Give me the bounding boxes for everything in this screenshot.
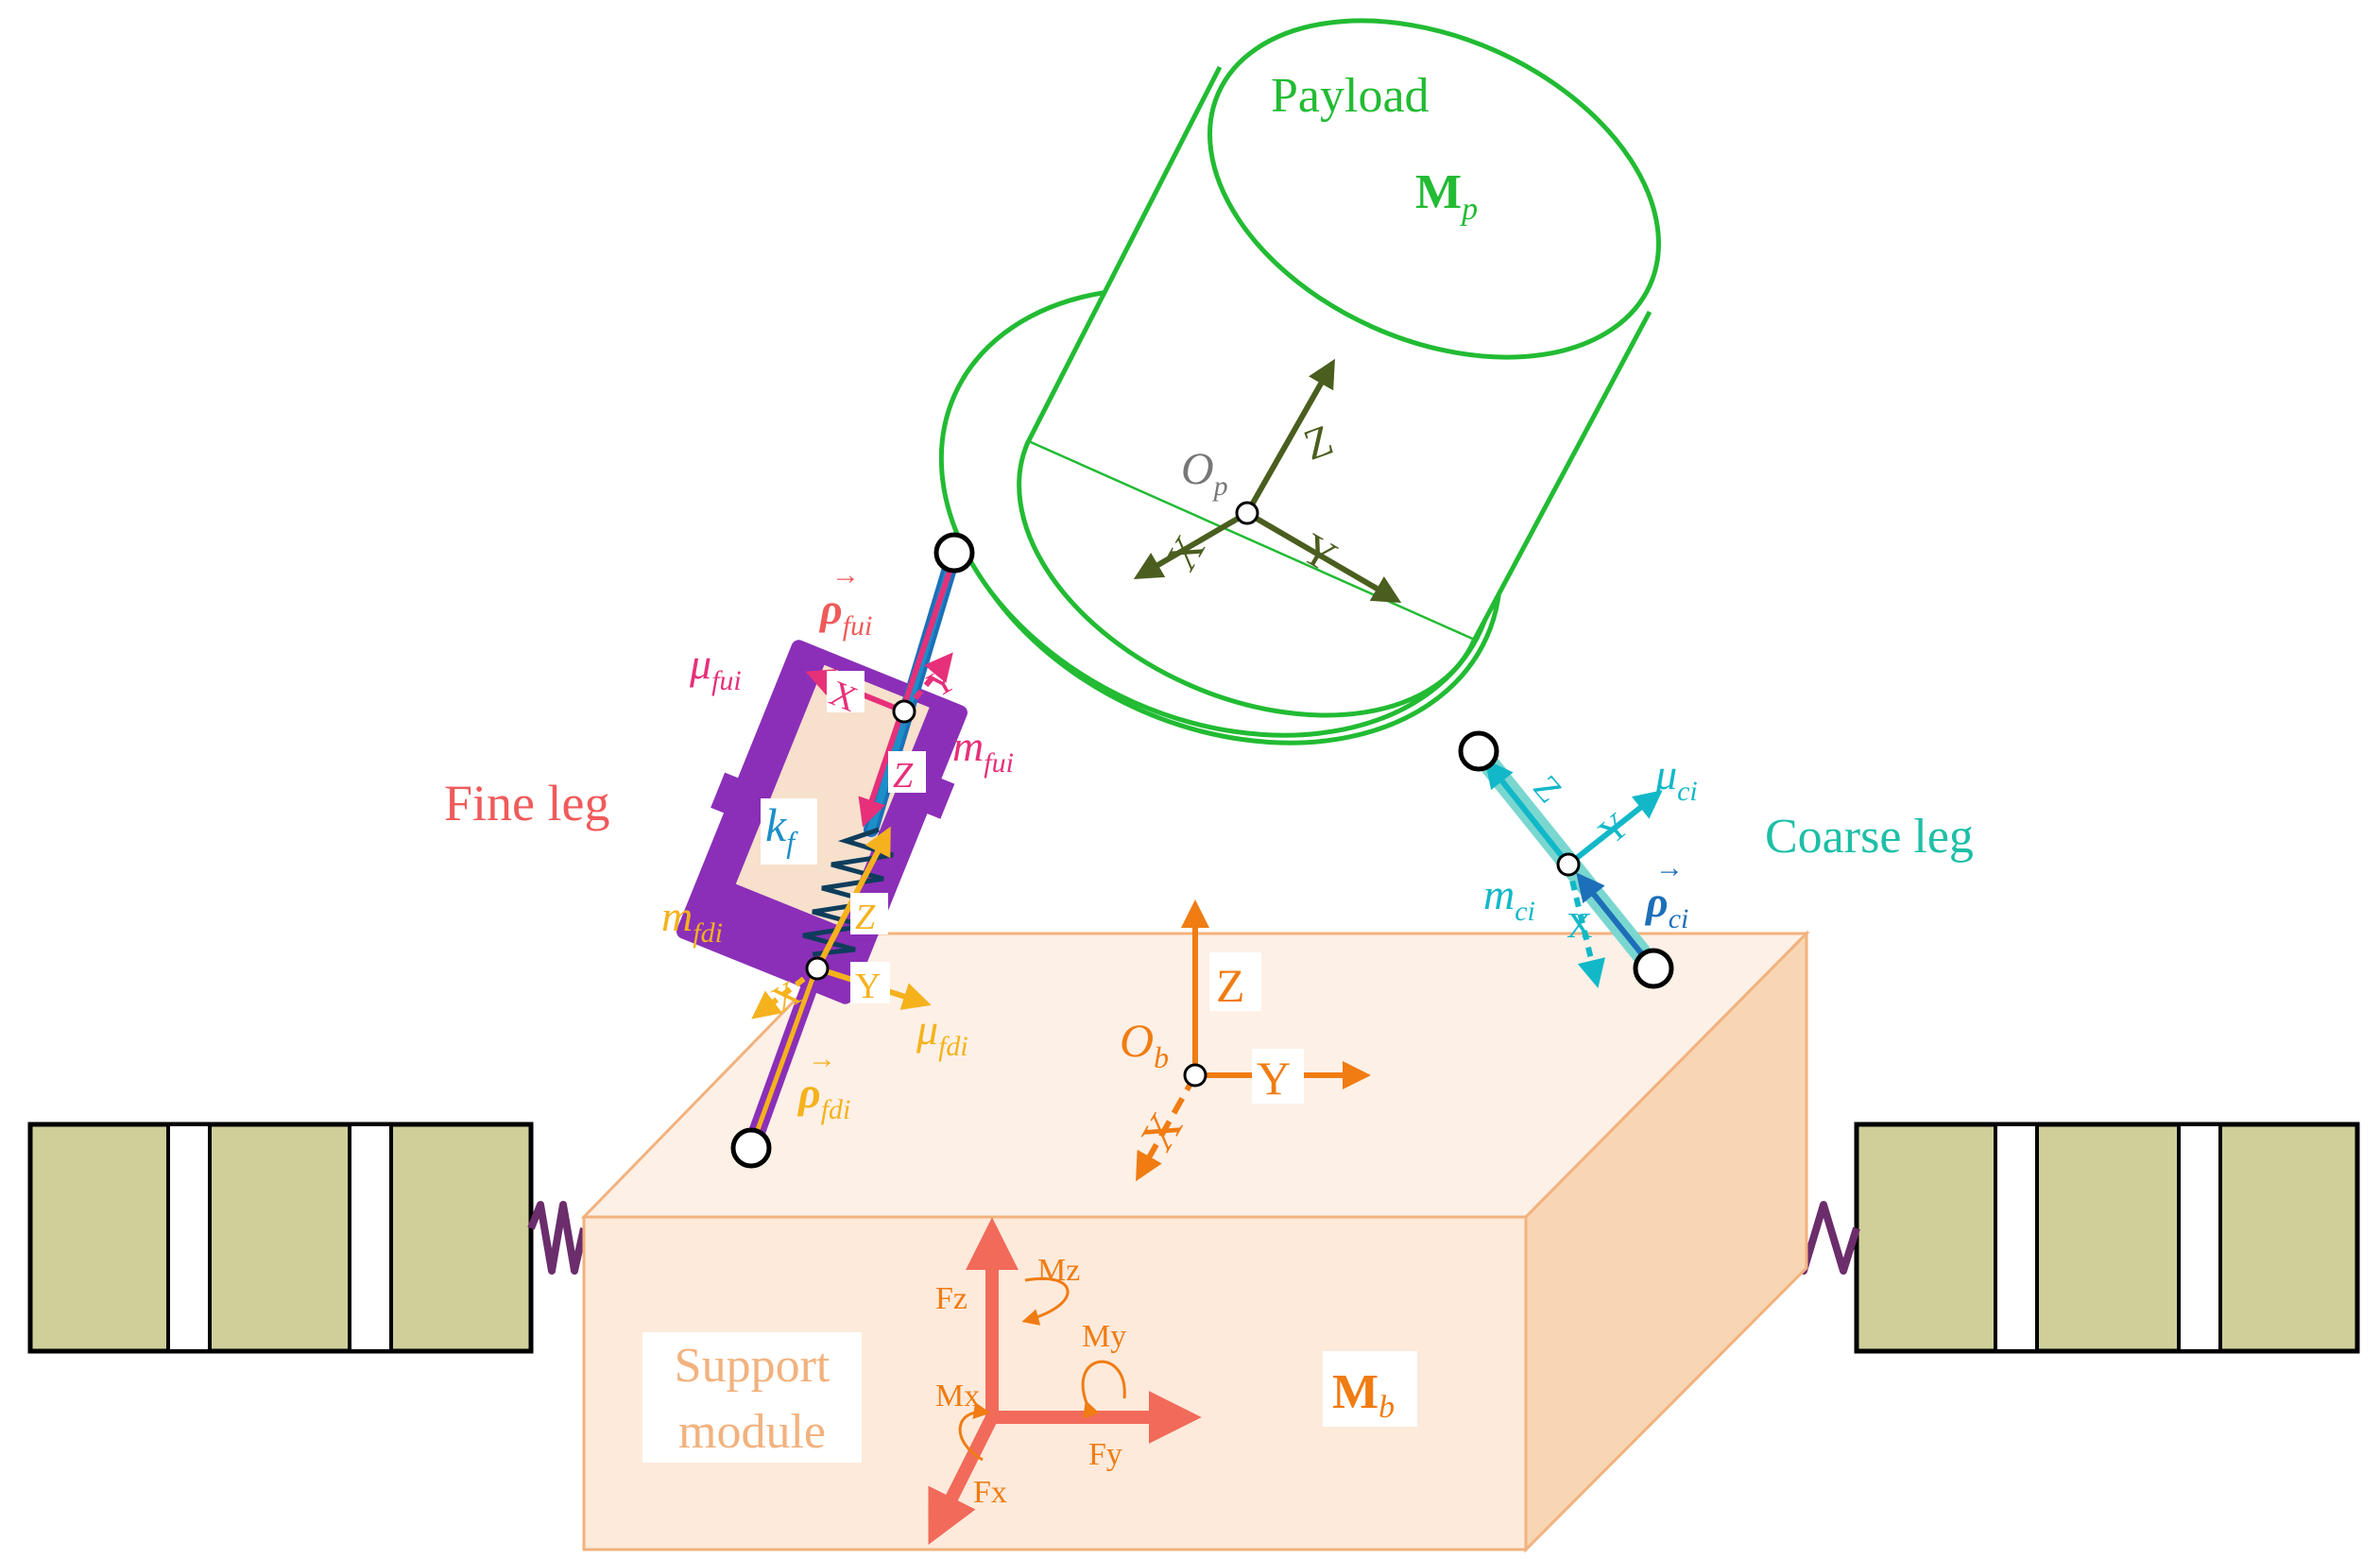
base-mass-label: Mb [1332,1365,1395,1425]
payload-mass-label: Mp [1415,165,1478,227]
fy-label: Fy [1088,1437,1122,1472]
support-module-label-line2: module [678,1405,826,1459]
base-origin-label: Ob [1120,1014,1169,1074]
fine-leg-label: Fine leg [444,775,609,831]
coarse-leg-label: Coarse leg [1765,810,1974,864]
fine-leg-bottom-joint [730,1127,772,1169]
payload-label: Payload [1271,69,1430,123]
fz-label: Fz [935,1281,967,1316]
m-ci-label: mci [1483,870,1535,927]
left-ground-block [27,1122,534,1354]
fine-lower-z-label: Z [855,898,876,937]
base-loads [928,1217,1202,1546]
mu-fdi-label: μfdi [916,1005,968,1062]
mu-fui-label: μfui [689,640,742,696]
payload-cylinder [938,18,1661,745]
coarse-x-label: X [1567,906,1592,946]
m-fui-label: mfui [952,722,1014,779]
coarse-leg-frame [1484,759,1663,988]
rho-ci-vector-arrow: → [1655,852,1684,883]
base-y-axis-label: Y [1257,1052,1291,1105]
m-fdi-label: mfdi [661,892,723,949]
rho-fui-vector-arrow: → [831,559,860,591]
left-ground-spring [527,1201,588,1275]
mx-label: Mx [935,1379,980,1413]
support-module-label-line1: Support [675,1339,830,1393]
fine-upper-z-label: Z [893,756,914,796]
fine-leg-top-joint [933,532,975,574]
rho-ci-label: ρci [1644,878,1688,934]
fx-label: Fx [973,1475,1007,1510]
right-ground-block [1854,1122,2360,1354]
rho-fui-label: ρfui [818,585,872,642]
base-z-axis-label: Z [1216,959,1245,1012]
rho-fdi-label: ρfdi [796,1069,850,1125]
rho-fdi-vector-arrow: → [808,1043,836,1074]
my-label: My [1082,1319,1126,1354]
payload-frame [1133,358,1402,604]
fine-lower-y-label: Y [855,967,881,1006]
payload-origin-label: Op [1181,444,1228,502]
coarse-leg-bottom-joint [1633,948,1674,989]
mz-label: Mz [1037,1253,1080,1288]
mu-ci-label: μci [1654,750,1698,807]
coarse-leg-top-joint [1458,730,1499,772]
